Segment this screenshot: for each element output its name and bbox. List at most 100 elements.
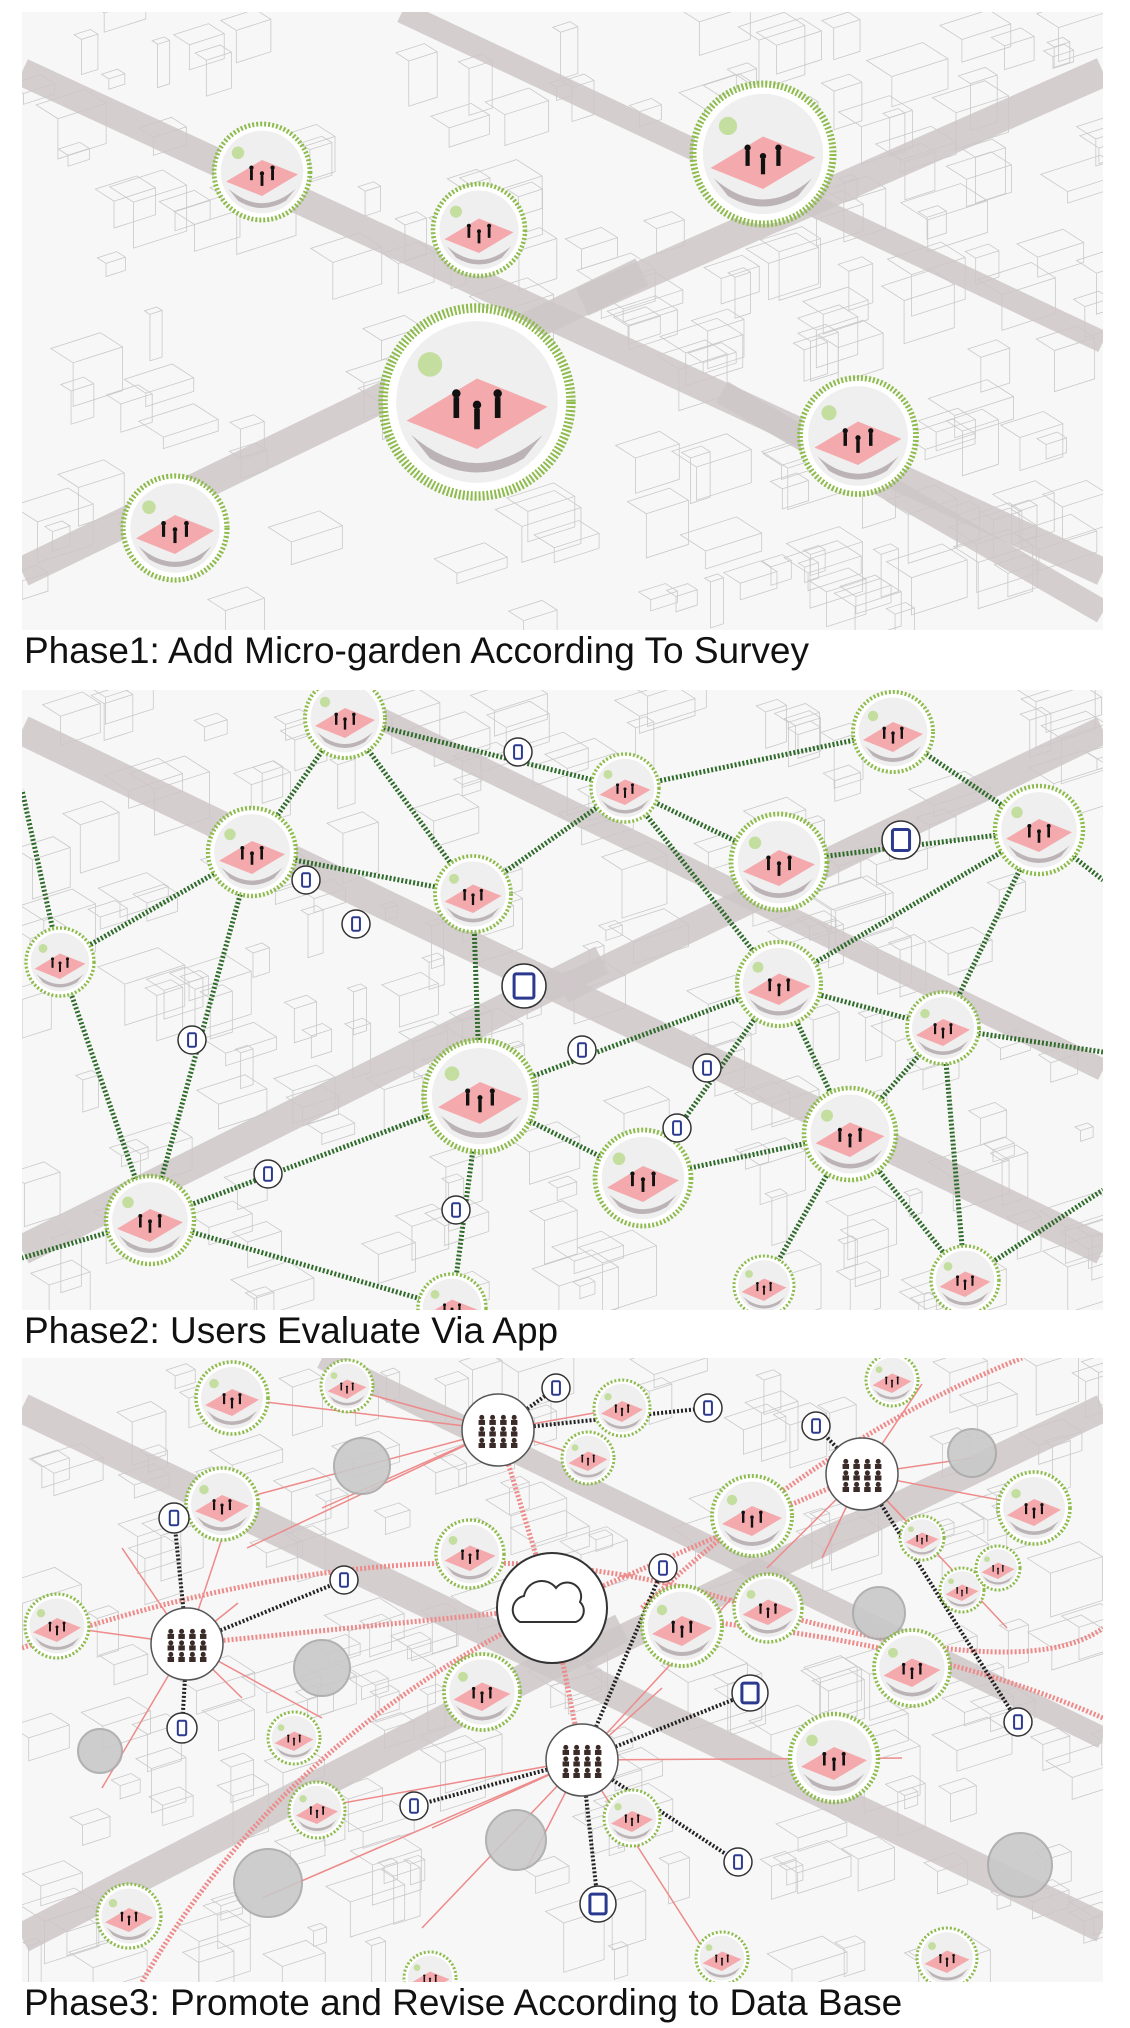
phone-icon bbox=[662, 1113, 692, 1143]
phone-icon bbox=[567, 1035, 597, 1065]
connection-line bbox=[149, 1217, 453, 1310]
micro-garden-icon bbox=[378, 303, 576, 501]
phone-icon bbox=[177, 1025, 207, 1055]
micro-garden-icon bbox=[602, 1788, 662, 1848]
micro-garden-icon bbox=[24, 926, 96, 998]
connection-line bbox=[471, 785, 627, 897]
phase2-diagram bbox=[22, 690, 1103, 1310]
inactive-site-icon bbox=[987, 1832, 1053, 1898]
micro-garden-icon bbox=[184, 1466, 260, 1542]
micro-garden-icon bbox=[95, 1882, 163, 1950]
micro-garden-icon bbox=[589, 752, 661, 824]
micro-garden-icon bbox=[592, 1378, 652, 1438]
phase2-map bbox=[22, 690, 1103, 1310]
connection-line bbox=[344, 715, 626, 791]
phase3-caption: Phase3: Promote and Revise According to … bbox=[24, 1982, 903, 2023]
connection-line bbox=[249, 716, 348, 854]
phone-icon bbox=[329, 1565, 359, 1595]
micro-garden-icon bbox=[689, 80, 837, 228]
connection-line bbox=[848, 1132, 967, 1282]
connection-line bbox=[231, 1397, 499, 1431]
micro-garden-icon bbox=[801, 1085, 899, 1183]
micro-garden-icon bbox=[787, 1711, 881, 1805]
tablet-icon bbox=[579, 1885, 617, 1923]
micro-garden-icon bbox=[23, 1592, 91, 1660]
building-blocks bbox=[22, 1358, 1103, 1982]
micro-garden-icon bbox=[898, 1514, 946, 1562]
micro-garden-icon bbox=[303, 690, 387, 760]
micro-garden-icon bbox=[797, 375, 919, 497]
micro-garden-icon bbox=[319, 1358, 375, 1414]
connection-line bbox=[495, 1429, 555, 1609]
tablet-icon bbox=[731, 1674, 769, 1712]
phone-icon bbox=[158, 1502, 190, 1534]
micro-garden-icon bbox=[205, 805, 299, 899]
building-blocks bbox=[22, 12, 1103, 630]
connection-line bbox=[661, 1615, 1103, 1721]
phone-icon bbox=[166, 1712, 198, 1744]
micro-garden-icon bbox=[560, 1430, 616, 1486]
micro-garden-icon bbox=[732, 1254, 796, 1310]
micro-garden-icon bbox=[120, 473, 230, 583]
connection-line bbox=[551, 1471, 863, 1611]
phone-icon bbox=[692, 1053, 722, 1083]
micro-garden-icon bbox=[402, 1950, 458, 1982]
micro-garden-icon bbox=[266, 1710, 322, 1766]
micro-garden-icon bbox=[732, 1572, 804, 1644]
micro-garden-icon bbox=[905, 990, 981, 1066]
tablet-icon bbox=[501, 963, 547, 1009]
inactive-site-icon bbox=[77, 1728, 123, 1774]
micro-garden-icon bbox=[433, 854, 513, 934]
connection-line bbox=[963, 1187, 1103, 1283]
micro-garden-icon bbox=[592, 1127, 694, 1229]
phase3-diagram bbox=[22, 1358, 1103, 1982]
phone-icon bbox=[648, 1553, 678, 1583]
micro-garden-icon bbox=[851, 690, 935, 774]
connection-line bbox=[261, 1759, 583, 1899]
micro-garden-icon bbox=[442, 1652, 522, 1732]
community-icon bbox=[150, 1607, 224, 1681]
phone-icon bbox=[1003, 1707, 1033, 1737]
connection-line bbox=[581, 1759, 723, 1979]
connection-line bbox=[623, 786, 781, 986]
connection-line bbox=[314, 1759, 583, 1809]
micro-garden-icon bbox=[864, 1358, 920, 1408]
connection-line bbox=[149, 1093, 481, 1223]
micro-garden-icon bbox=[694, 1930, 750, 1982]
micro-garden-icon bbox=[710, 1474, 794, 1558]
micro-garden-icon bbox=[421, 1037, 539, 1155]
connection-line bbox=[624, 729, 894, 791]
phone-icon bbox=[723, 1847, 753, 1877]
micro-garden-icon bbox=[211, 121, 313, 223]
micro-garden-icon bbox=[992, 783, 1086, 877]
micro-garden-icon bbox=[434, 1518, 506, 1590]
inactive-site-icon bbox=[233, 1848, 303, 1918]
micro-garden-icon bbox=[734, 939, 824, 1029]
connection-line bbox=[640, 1358, 1023, 1610]
phone-icon bbox=[399, 1791, 429, 1821]
micro-garden-icon bbox=[430, 181, 528, 279]
micro-garden-icon bbox=[929, 1244, 1001, 1310]
inactive-site-icon bbox=[333, 1437, 391, 1495]
micro-garden-icon bbox=[938, 1566, 986, 1614]
connection-line bbox=[139, 1605, 554, 1982]
phone-icon bbox=[541, 1373, 571, 1403]
micro-garden-icon bbox=[974, 1544, 1022, 1592]
micro-garden-icon bbox=[728, 811, 830, 913]
micro-garden-icon bbox=[872, 1628, 952, 1708]
phone-icon bbox=[441, 1195, 471, 1225]
micro-garden-icon bbox=[915, 1926, 979, 1982]
inactive-site-icon bbox=[485, 1809, 547, 1871]
phase1-caption: Phase1: Add Micro-garden According To Su… bbox=[24, 630, 809, 671]
community-icon bbox=[545, 1723, 619, 1797]
inactive-site-icon bbox=[293, 1639, 351, 1697]
micro-garden-icon bbox=[996, 1470, 1072, 1546]
community-icon bbox=[461, 1393, 535, 1467]
phase3-map bbox=[22, 1358, 1103, 1982]
connection-line bbox=[860, 1472, 1020, 1724]
phase2-caption: Phase2: Users Evaluate Via App bbox=[24, 1310, 559, 1351]
cloud-icon bbox=[496, 1552, 608, 1664]
micro-garden-icon bbox=[194, 1360, 270, 1436]
connection-line bbox=[479, 981, 780, 1099]
inactive-site-icon bbox=[947, 1428, 997, 1478]
